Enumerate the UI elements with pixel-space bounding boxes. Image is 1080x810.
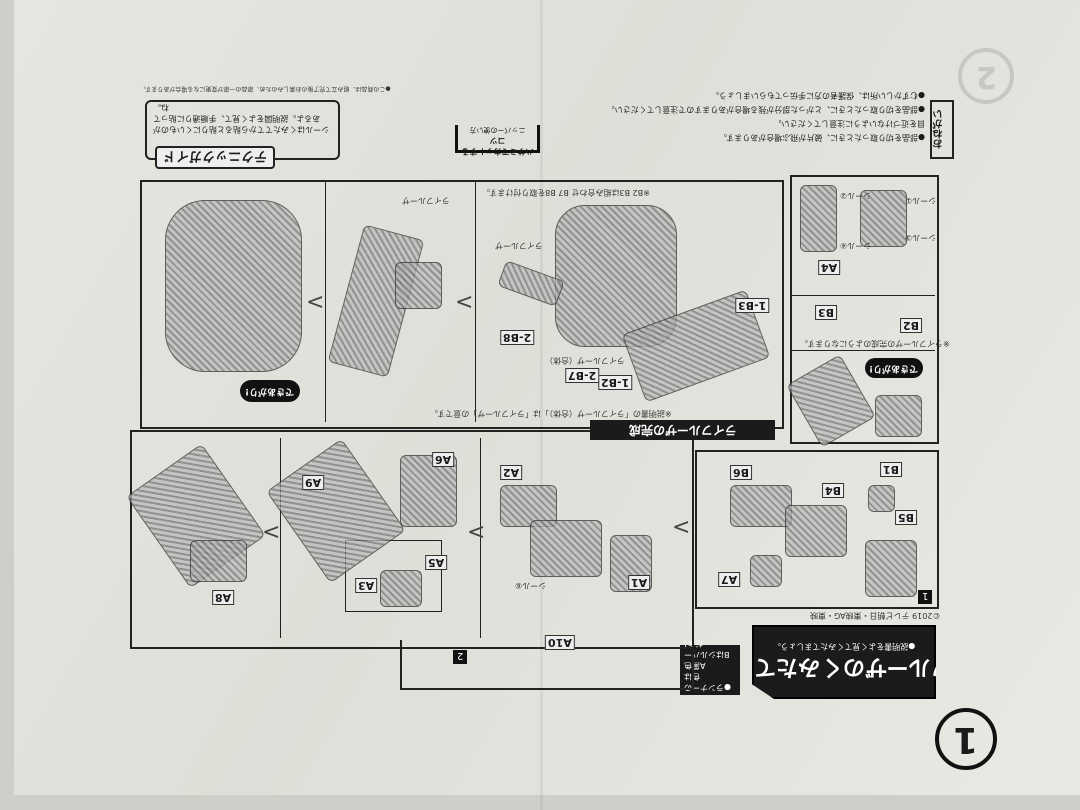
copyright-text: ©2019 テレビ朝日・東映AG・東映 (810, 611, 941, 620)
finished-label: できあがり! (869, 363, 919, 373)
paper-fold (540, 0, 543, 810)
technique-guide-heading: テクニックガイド (155, 146, 276, 169)
page-number: 1 (953, 719, 979, 760)
part-label: A6 (432, 452, 455, 467)
warning-item: 目を近づけないように注意してください。 (773, 119, 925, 128)
rifle-label: ライフルーザ（合体） (545, 356, 625, 365)
step-2-extension (400, 640, 694, 690)
sticker-label: シール④ (840, 241, 872, 250)
divider (475, 182, 476, 422)
part-label: B6 (730, 465, 753, 480)
part-label: A3 (355, 578, 378, 593)
divider (790, 350, 935, 351)
part-image (868, 485, 895, 512)
rifle-label: ライフルーザ (495, 241, 543, 250)
finished-label: できあがり! (245, 386, 295, 396)
part-label: A2 (500, 465, 523, 480)
sticker-note: シール⑥ (515, 581, 547, 590)
side-panel (790, 175, 939, 444)
arrow-icon: < (455, 290, 474, 315)
warning-label: おねがい (930, 100, 954, 159)
completion-heading-text: ライフルーザの完成 (628, 423, 737, 437)
footer-note: ●この商品は、組み立て完了後のお楽しみのため、部品の一部が変更になる場合がありま… (140, 85, 391, 92)
part-label: A4 (818, 260, 841, 275)
step-2-number: 2 (453, 650, 467, 664)
arrow-icon: < (262, 520, 281, 545)
part-image (395, 262, 442, 309)
part-label: 1-B2 (598, 375, 633, 390)
completion-heading: ライフルーザの完成 (590, 420, 775, 440)
step-number: 2 (456, 650, 464, 661)
title-subtitle: ●説明書をよく見てくみたてましょう。 (772, 642, 916, 651)
sticker-label: シール③ (905, 233, 937, 242)
part-label: 1-B3 (735, 298, 770, 313)
part-image (865, 540, 917, 597)
nipper-tip-heading: ハサミでカットするコツ (461, 136, 534, 156)
next-page-number: 2 (975, 59, 997, 94)
part-image (785, 505, 847, 557)
part-image (730, 485, 792, 527)
divider (480, 438, 481, 638)
part-label: B2 (900, 318, 923, 333)
sub-detail-box (345, 540, 442, 612)
divider (790, 295, 935, 296)
part-image (530, 520, 602, 577)
part-image (750, 555, 782, 587)
part-image (875, 395, 922, 437)
part-label: A7 (718, 572, 741, 587)
finished-badge-side: できあがり! (865, 358, 923, 378)
finished-badge: できあがり! (240, 380, 300, 402)
copyright: ©2019 テレビ朝日・東映AG・東映 (810, 610, 940, 621)
part-image (380, 570, 422, 607)
part-label: B3 (815, 305, 838, 320)
nipper-tip-text: ニッパーの使い方 (469, 126, 526, 134)
technique-guide-text: あるよ。説明図をよく見て、手順通りに貼ってね。 (153, 103, 321, 123)
warning-item: ●むずかしい所は、保護者の方に手伝ってもらいましょう。 (711, 91, 925, 100)
part-label: A8 (212, 590, 235, 605)
side-panel-note: ※ライフルーザの完成のようになります。 (800, 339, 950, 348)
technique-guide: テクニックガイド シールはくみたててから貼ると貼りにくいものが あるよ。説明図を… (145, 100, 340, 169)
sticker-label: シール① (905, 196, 937, 205)
arrow-icon: < (672, 515, 691, 540)
part-image (860, 190, 907, 247)
next-page-circle: 2 (958, 48, 1014, 104)
part-label: B1 (880, 462, 903, 477)
step-number: 1 (921, 590, 929, 601)
divider (280, 438, 281, 638)
step-1-box (695, 450, 939, 609)
technique-guide-text: シールはくみたててから貼ると貼りにくいものが (153, 125, 330, 134)
part-label: B4 (822, 483, 845, 498)
part-label: 2-B8 (500, 330, 535, 345)
arrow-icon: < (306, 290, 325, 315)
completion-b-note: ※B2 B3は組み合わせ B7 B8を取り付けます。 (482, 188, 650, 197)
nipper-tip: ハサミでカットするコツ ニッパーの使い方 (455, 125, 540, 156)
completion-note: ※説明書の「ライフルーザ（合体）」は「ライフルーザ」の意です。 (430, 409, 672, 418)
warning-item: ●部品を切り取ったときに、破片が飛ぶ場合があります。 (719, 133, 925, 142)
part-label: 2-B7 (565, 368, 600, 383)
step-2-box (130, 430, 694, 649)
step-1-number: 1 (918, 590, 932, 604)
part-image (190, 540, 247, 582)
part-label: B5 (895, 510, 918, 525)
sticker-label: シール② (840, 191, 872, 200)
part-label: A5 (425, 555, 448, 570)
warning-item: ●部品を切り取ったときに、とがった部分が残る場合がありますので注意してください。 (606, 105, 925, 114)
title-box: ライフルーザのくみたて ●説明書をよく見てくみたてましょう。 (752, 625, 936, 699)
rifle-label: ライフルーザ (402, 196, 450, 205)
warning-list: ●部品を切り取ったときに、破片が飛ぶ場合があります。 目を近づけないように注意し… (600, 88, 925, 144)
part-label: A10 (545, 635, 575, 650)
finished-robot-image (165, 200, 302, 372)
warning-label-text: おねがい (934, 109, 945, 150)
arrow-icon: < (467, 520, 486, 545)
part-image (800, 185, 837, 252)
part-label: A1 (628, 575, 651, 590)
part-label: A9 (302, 475, 325, 490)
divider (325, 182, 326, 422)
part-image (400, 455, 457, 527)
page-number-circle: 1 (935, 708, 997, 770)
completion-box (140, 180, 784, 429)
